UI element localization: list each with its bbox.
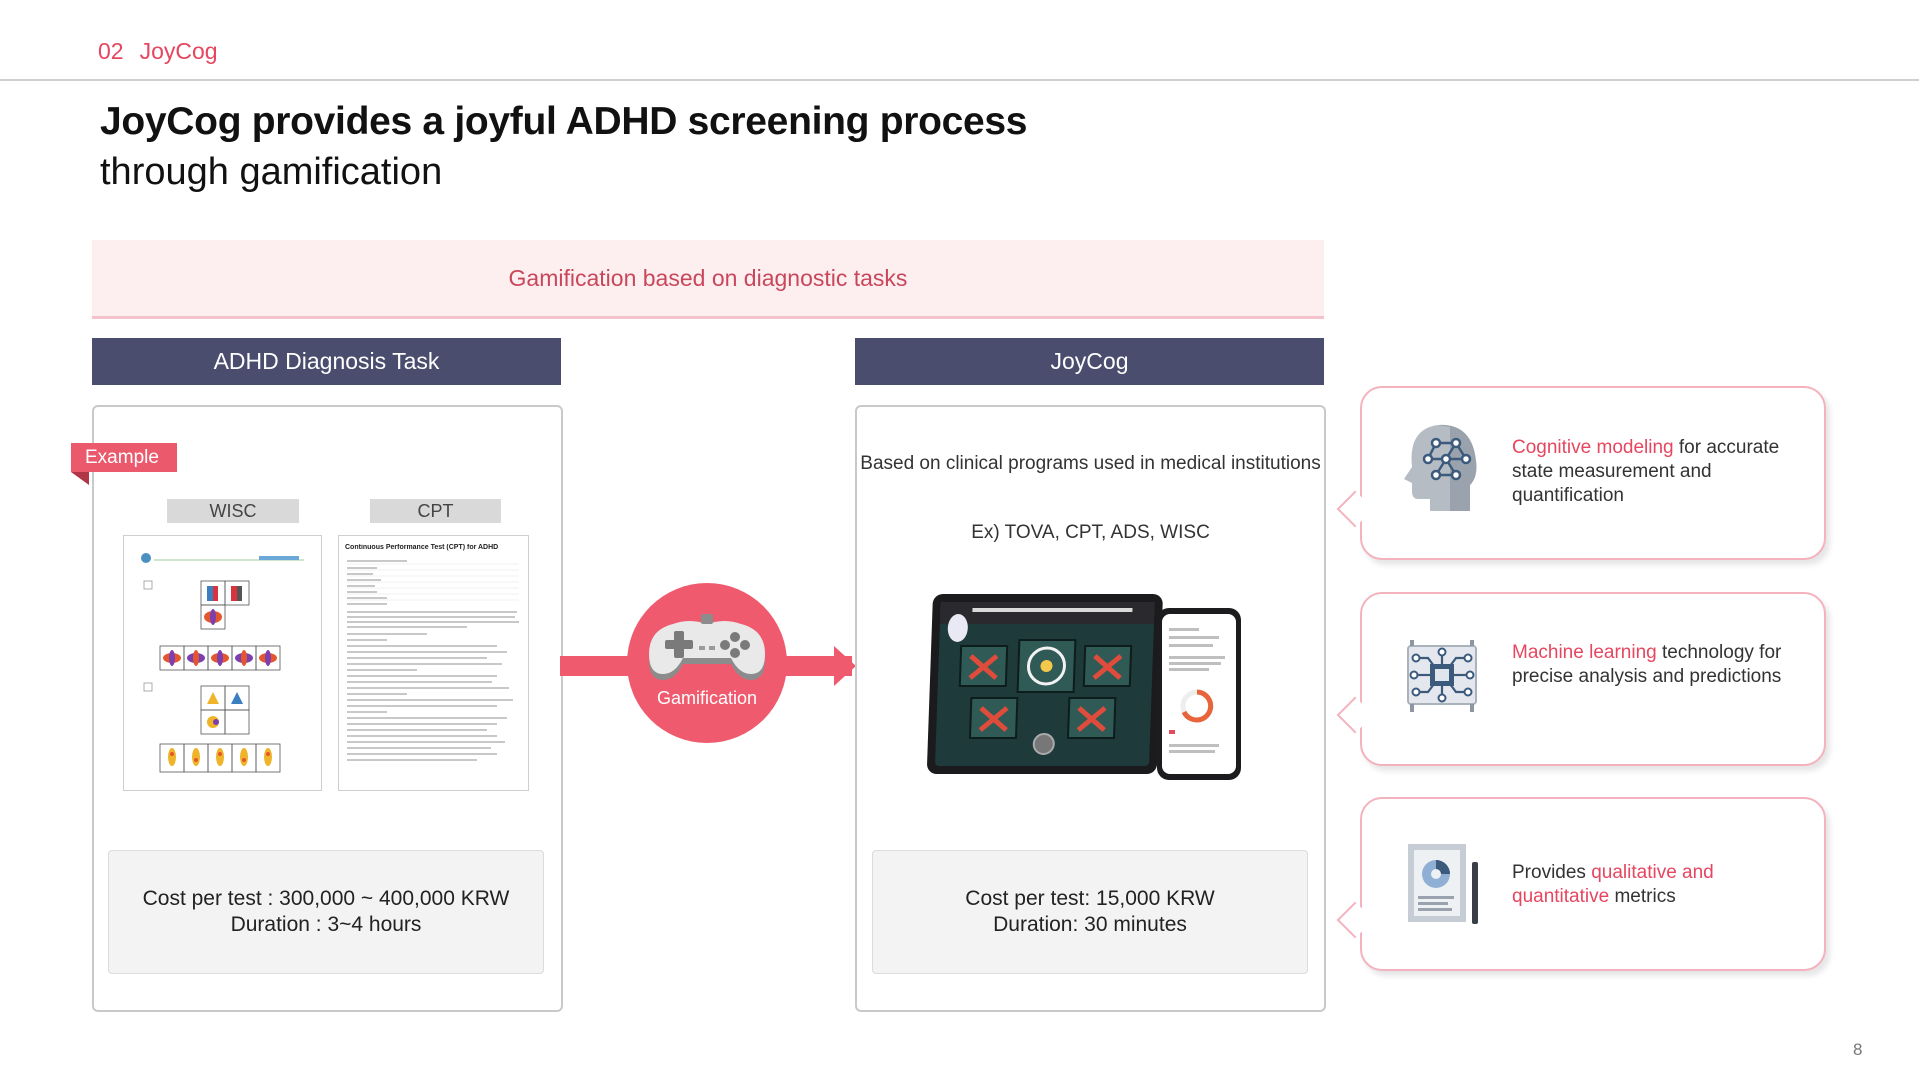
gamepad-icon	[643, 612, 771, 693]
head-network-icon	[1400, 421, 1482, 522]
gamification-label: Gamification	[656, 688, 758, 708]
banner: Gamification based on diagnostic tasks	[92, 240, 1324, 319]
chip-circuit-icon	[1402, 636, 1482, 721]
joycog-cost-box: Cost per test: 15,000 KRW Duration: 30 m…	[872, 850, 1308, 974]
joycog-description: Based on clinical programs used in medic…	[860, 453, 1321, 474]
joycog-cost: Cost per test: 15,000 KRW	[965, 887, 1215, 910]
cpt-test-sheet-image: Continuous Performance Test (CPT) for AD…	[338, 535, 529, 791]
section-number: 02	[98, 38, 124, 64]
left-column-heading: ADHD Diagnosis Task	[92, 338, 561, 385]
cpt-label: CPT	[370, 499, 501, 523]
feature-highlight: qualitative and quantitative	[1512, 862, 1714, 907]
right-column-heading: JoyCog	[855, 338, 1324, 385]
cpt-document-title: Continuous Performance Test (CPT) for AD…	[345, 544, 499, 551]
page-subtitle: through gamification	[100, 151, 443, 193]
traditional-duration: Duration : 3~4 hours	[230, 913, 422, 936]
joycog-duration: Duration: 30 minutes	[993, 913, 1187, 936]
wisc-label: WISC	[167, 499, 299, 523]
header-divider	[0, 79, 1919, 81]
app-device-mockup-image	[925, 588, 1245, 789]
feature-prefix: Provides	[1512, 862, 1592, 883]
page-title: JoyCog provides a joyful ADHD screening …	[100, 100, 1028, 143]
section-label: 02 JoyCog	[98, 38, 218, 65]
feature-description: technology for precise analysis and pred…	[1512, 642, 1782, 687]
page-number: 8	[1853, 1040, 1863, 1059]
feature-text-metrics: Provides qualitative and quantitative me…	[1512, 861, 1812, 909]
example-tag: Example	[71, 443, 177, 472]
section-name: JoyCog	[139, 38, 218, 64]
feature-highlight: Cognitive modeling	[1512, 437, 1674, 458]
feature-description: metrics	[1609, 886, 1676, 907]
arrow-head	[834, 646, 856, 686]
feature-text-cognitive-modeling: Cognitive modeling for accurate state me…	[1512, 436, 1812, 508]
wisc-test-sheet-image	[123, 535, 322, 791]
feature-description: for accurate state measurement and quant…	[1512, 437, 1780, 506]
traditional-cost: Cost per test : 300,000 ~ 400,000 KRW	[142, 887, 510, 910]
feature-text-machine-learning: Machine learning technology for precise …	[1512, 641, 1812, 689]
joycog-examples: Ex) TOVA, CPT, ADS, WISC	[971, 522, 1210, 543]
example-tag-fold	[71, 472, 89, 485]
traditional-cost-box: Cost per test : 300,000 ~ 400,000 KRW Du…	[108, 850, 544, 974]
feature-highlight: Machine learning	[1512, 642, 1657, 663]
report-chart-icon	[1402, 840, 1482, 931]
